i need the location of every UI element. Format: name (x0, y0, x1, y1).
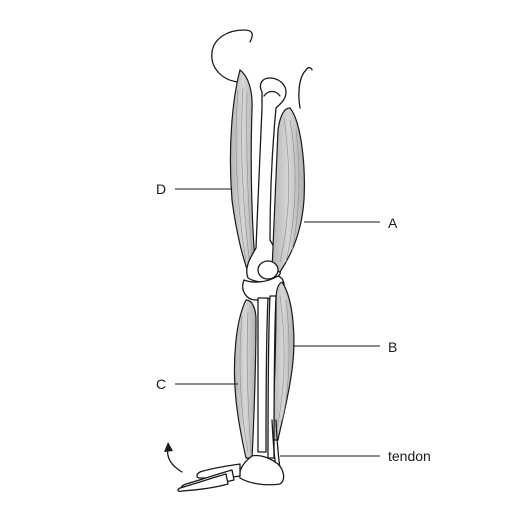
muscle-b-fibers (275, 295, 290, 433)
hip-outline (211, 29, 253, 83)
kneecap (257, 260, 279, 280)
muscle-a-fibers (279, 117, 300, 263)
hip-outline-right (298, 67, 313, 109)
label-a: A (388, 215, 398, 231)
label-tendon: tendon (388, 448, 431, 464)
fibula (267, 295, 277, 459)
femur-head (263, 90, 281, 97)
femur (246, 77, 287, 283)
label-b: B (388, 339, 397, 355)
label-c: C (156, 376, 166, 392)
muscle-c-fibers (239, 311, 252, 453)
foot (177, 454, 285, 492)
rotation-arrowhead (164, 442, 173, 452)
tibia (257, 297, 269, 453)
muscle-a (271, 107, 305, 273)
rotation-arrow (166, 447, 183, 473)
muscle-d-fibers (235, 87, 254, 267)
label-d: D (156, 181, 166, 197)
